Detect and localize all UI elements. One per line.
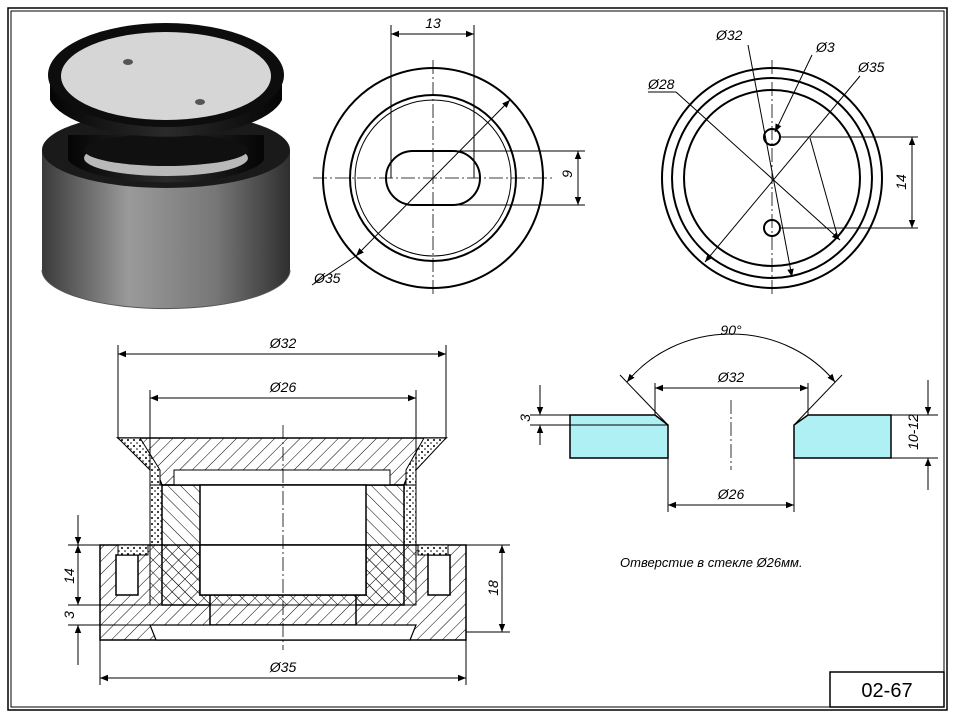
sheet-frame <box>7 7 948 711</box>
sheet-code-box <box>829 671 945 708</box>
slot-height-label: 9 <box>559 170 575 178</box>
glass-hole-diameter: Ø26 <box>717 486 745 502</box>
product-3d-render <box>41 23 291 310</box>
glass-thickness: 10-12 <box>905 414 921 450</box>
bottom-view: 14 Ø32 Ø3 Ø35 Ø28 <box>647 27 918 296</box>
diam-32-label: Ø32 <box>715 27 743 43</box>
top-view: 13 9 Ø35 <box>311 15 585 296</box>
glass-panel-left <box>569 414 669 459</box>
countersink-depth: 3 <box>517 414 533 422</box>
section-height-14: 14 <box>61 568 77 584</box>
glass-hole-note: Отверстие в стекле Ø26мм. <box>620 555 803 570</box>
countersink-diameter: Ø32 <box>717 369 745 385</box>
glass-panel-right <box>793 414 892 459</box>
hole-spacing-label: 14 <box>893 174 909 190</box>
sheet-frame-inner <box>10 10 945 708</box>
countersink-angle: 90° <box>720 322 742 338</box>
section-height-3: 3 <box>61 611 77 619</box>
outer-diameter-label: Ø35 <box>313 270 341 286</box>
section-height-18: 18 <box>485 580 501 596</box>
slot-width-label: 13 <box>425 15 441 31</box>
glass-hole-detail: 90° Ø32 Ø26 3 10-12 Отверстие в стекле Ø… <box>517 322 938 570</box>
section-view: Ø32 Ø26 Ø35 14 3 18 <box>61 335 510 685</box>
section-top-diameter: Ø32 <box>269 335 297 351</box>
sheet-code: 02-67 <box>861 680 912 702</box>
section-base-diameter: Ø35 <box>269 659 297 675</box>
diam-35-label: Ø35 <box>857 59 885 75</box>
diam-28-label: Ø28 <box>647 76 675 92</box>
section-inner-diameter: Ø26 <box>269 379 297 395</box>
diam-3-label: Ø3 <box>815 39 835 55</box>
